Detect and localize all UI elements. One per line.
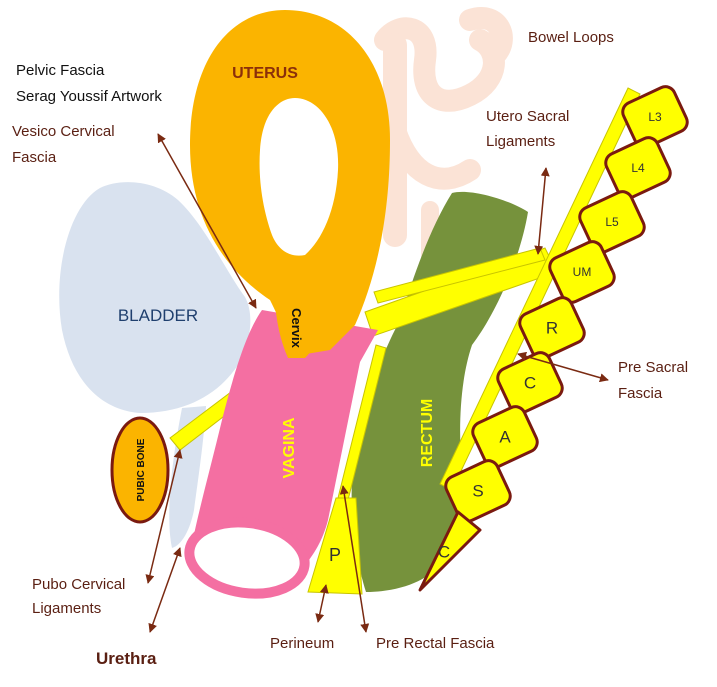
urethra-arrow [148,547,182,633]
coccyx: C [418,510,482,592]
bladder-label: BLADDER [118,306,198,325]
cervix [275,298,319,358]
vertebra-label: L4 [631,161,645,175]
vesico-cervical-arrow [157,133,257,309]
vertebra-label: A [499,428,511,447]
uterus-label: UTERUS [232,65,298,82]
vertebra-label: L5 [605,215,619,229]
perineum-label: Perineum [270,635,334,652]
bowel-loops-label: Bowel Loops [528,29,614,46]
utero-sacral-ligament-band-upper [373,247,546,304]
rectum-label: RECTUM [419,399,436,467]
perineal-body-label: P [329,545,341,565]
vaginal-opening [184,517,310,599]
vertebra-5: R [518,296,586,360]
utero-sacral-label-2: Ligaments [486,133,555,150]
pre-sacral-label-2: Fascia [618,385,663,402]
pre-sacral-arrow [517,351,609,383]
vertebra-label: C [524,374,536,393]
vertebra-2: L4 [604,136,672,200]
vertebra-1: L3 [621,85,689,149]
vertebra-8: S [444,459,512,523]
pubic-bone-label: PUBIC BONE [136,438,147,501]
utero-sacral-arrow [534,167,550,255]
vertebra-7: A [471,405,539,469]
pre-rectal-arrow [339,485,370,633]
vertebra-label: R [546,319,558,338]
bowel-loops [374,7,513,264]
header-title: Pelvic Fascia [16,62,105,79]
vertebra-label: S [472,482,483,501]
pubo-cervical-label-1: Pubo Cervical [32,576,125,593]
cervix-label: Cervix [289,308,304,349]
vertebra-4: UM [548,240,616,304]
vertebra-label: L3 [648,110,662,124]
vertebra-label: UM [573,265,592,279]
vertebra-label: C [438,543,450,562]
vagina-label: VAGINA [281,417,298,478]
vesico-cervical-label-2: Fascia [12,149,57,166]
vertebra-3: L5 [578,190,646,254]
urethra-label: Urethra [96,649,157,668]
pointer-arrows [145,133,609,633]
pre-rectal-label: Pre Rectal Fascia [376,635,495,652]
vesico-cervical-label-1: Vesico Cervical [12,123,115,140]
pubo-cervical-label-2: Ligaments [32,600,101,617]
pre-sacral-label-1: Pre Sacral [618,359,688,376]
utero-sacral-label-1: Utero Sacral [486,108,569,125]
header-credit: Serag Youssif Artwork [16,88,162,105]
perineum-arrow [315,584,329,623]
